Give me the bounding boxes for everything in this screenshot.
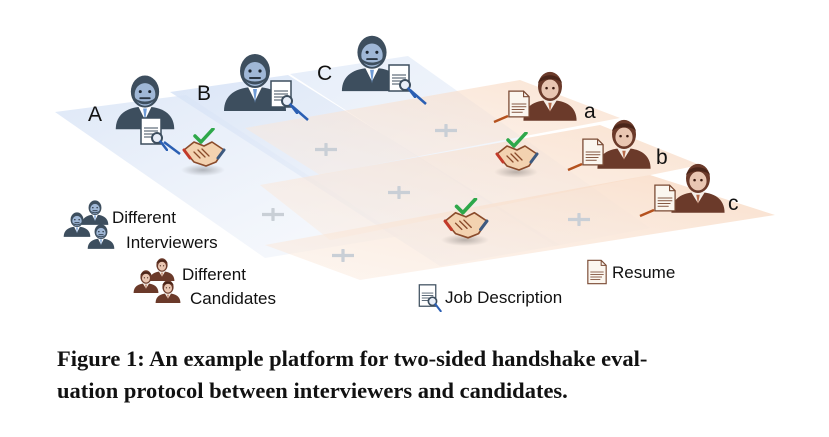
resume-icon — [587, 259, 607, 285]
legend-candidates-text: Different — [182, 265, 246, 284]
candidate-a: a — [493, 71, 596, 124]
candidate-strip-c — [265, 175, 775, 280]
candidate-label: a — [584, 100, 596, 123]
figure-caption: Figure 1: An example platform for two-si… — [57, 343, 797, 407]
legend-resume: Resume — [587, 259, 675, 285]
interviewer-group-icon — [81, 200, 109, 225]
interviewer-a: A — [88, 75, 181, 155]
interviewer-c: C — [317, 35, 427, 105]
handshake-matches — [181, 128, 539, 246]
arrow-icon — [639, 208, 655, 218]
resume-icon — [508, 90, 530, 118]
arrow-icon — [291, 105, 309, 121]
legend-candidates-text: Candidates — [190, 289, 276, 308]
job-description-icon — [418, 284, 442, 312]
candidate-c: c — [639, 163, 739, 218]
caption-line: uation protocol between interviewers and… — [57, 378, 568, 403]
arrow-icon — [493, 114, 509, 124]
arrow-icon — [409, 89, 427, 105]
arrow-icon — [163, 141, 181, 155]
legend-job-description-text: Job Description — [445, 288, 562, 307]
legend-interviewers-text: Interviewers — [126, 233, 218, 252]
interviewer-label: A — [88, 103, 102, 126]
interviewer-group-icon — [87, 224, 115, 249]
legend: Different Interviewers Different Candida… — [63, 200, 675, 312]
resume-icon — [654, 184, 676, 212]
candidate-label: c — [728, 192, 739, 215]
legend-job-description: Job Description — [418, 284, 562, 312]
arrow-icon — [567, 162, 583, 172]
interviewer-label: C — [317, 62, 332, 85]
candidate-b: b — [567, 119, 668, 172]
interviewer-b: B — [197, 54, 309, 121]
candidate-group-icon — [149, 258, 175, 281]
legend-interviewers-text: Different — [112, 208, 176, 227]
legend-interviewers: Different Interviewers — [63, 200, 218, 252]
caption-line: Figure 1: An example platform for two-si… — [57, 346, 648, 371]
candidate-label: b — [656, 146, 668, 169]
legend-resume-text: Resume — [612, 263, 675, 282]
candidate-group-icon — [155, 280, 181, 303]
resume-icon — [582, 138, 604, 166]
legend-candidates: Different Candidates — [133, 258, 276, 308]
interviewer-label: B — [197, 82, 211, 105]
